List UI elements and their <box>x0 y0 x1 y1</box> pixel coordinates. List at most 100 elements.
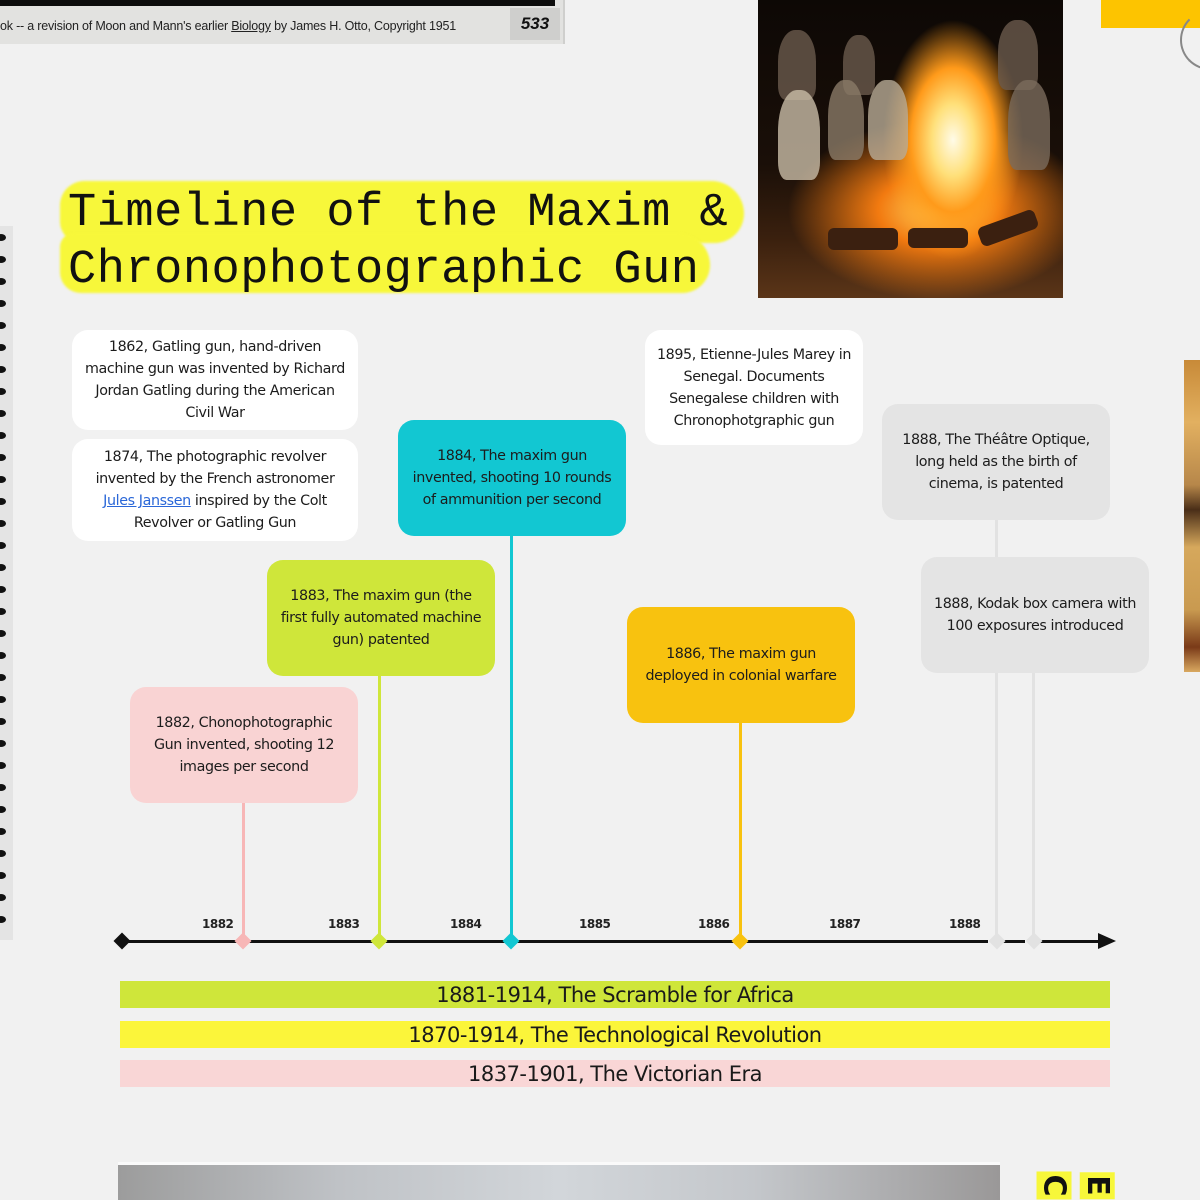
year-label-1884: 1884 <box>450 917 482 931</box>
stem-1884 <box>510 532 513 940</box>
binding-hole <box>0 828 6 835</box>
gray-photo-strip <box>118 1162 1000 1200</box>
binding-hole <box>0 322 6 329</box>
book-caption-title: Biology <box>231 19 271 33</box>
event-card-1884: 1884, The maxim gun invented, shooting 1… <box>398 420 626 536</box>
binding-hole <box>0 432 6 439</box>
binding-hole <box>0 542 6 549</box>
event-card-1862: 1862, Gatling gun, hand-driven machine g… <box>72 330 358 430</box>
event-text: 1882, Chonophotographic Gun invented, sh… <box>153 715 335 775</box>
marker-1888b-diamond-icon <box>1025 932 1043 950</box>
binding-hole <box>0 608 6 615</box>
photo-figure <box>778 30 816 100</box>
title-block: Timeline of the Maxim & Chronophotograph… <box>58 175 748 297</box>
binding-hole <box>0 520 6 527</box>
axis-start-diamond-icon <box>113 932 131 950</box>
stem-1882 <box>242 800 245 940</box>
binding-hole <box>0 872 6 879</box>
photo-log <box>828 228 898 250</box>
marker-1886-diamond-icon <box>731 932 749 950</box>
photo-figure <box>998 20 1038 90</box>
title-line-1: Timeline of the Maxim & <box>68 187 729 240</box>
book-caption-strip: ok -- a revision of Moon and Mann's earl… <box>0 0 565 44</box>
page-title: Timeline of the Maxim & Chronophotograph… <box>68 185 728 299</box>
book-caption-credit: by James H. Otto, Copyright 1951 <box>270 19 456 33</box>
binding-hole <box>0 564 6 571</box>
binding-hole <box>0 300 6 307</box>
binding-hole <box>0 498 6 505</box>
marker-1882-diamond-icon <box>234 932 252 950</box>
binding-hole <box>0 652 6 659</box>
year-label-1883: 1883 <box>328 917 360 931</box>
corner-glyph: E <box>1079 1172 1115 1199</box>
event-text: 1895, Etienne-Jules Marey in Senegal. Do… <box>656 346 852 429</box>
book-caption: ok -- a revision of Moon and Mann's earl… <box>0 19 456 33</box>
event-card-1895: 1895, Etienne-Jules Marey in Senegal. Do… <box>645 330 863 445</box>
axis-arrow-icon <box>1098 933 1116 949</box>
marker-1884-diamond-icon <box>502 932 520 950</box>
title-line-2: Chronophotographic Gun <box>68 244 700 297</box>
binding-hole <box>0 476 6 483</box>
binding-hole <box>0 278 6 285</box>
event-text-part: 1874, The photographic revolver invented… <box>95 449 335 487</box>
photo-figure <box>828 80 864 160</box>
binding-hole <box>0 894 6 901</box>
event-text: 1883, The maxim gun (the first fully aut… <box>280 588 482 648</box>
binding-hole <box>0 388 6 395</box>
book-caption-text: ok -- a revision of Moon and Mann's earl… <box>0 19 232 33</box>
binding-hole <box>0 454 6 461</box>
year-label-1885: 1885 <box>579 917 611 931</box>
event-text: 1888, The Théâtre Optique, long held as … <box>902 432 1090 492</box>
event-text: 1862, Gatling gun, hand-driven machine g… <box>85 339 345 421</box>
photo-log <box>976 208 1040 248</box>
binding-hole <box>0 586 6 593</box>
photo-figure <box>1008 80 1050 170</box>
binding-hole <box>0 916 6 923</box>
event-text: 1886, The maxim gun deployed in colonial… <box>645 646 837 684</box>
event-card-1888-kodak: 1888, Kodak box camera with 100 exposure… <box>921 557 1149 673</box>
binding-hole <box>0 696 6 703</box>
event-card-1874: 1874, The photographic revolver invented… <box>72 439 358 541</box>
binding-hole <box>0 410 6 417</box>
era-technological-revolution: 1870-1914, The Technological Revolution <box>120 1021 1110 1048</box>
binding-hole <box>0 740 6 747</box>
binding-hole <box>0 674 6 681</box>
binding-hole <box>0 762 6 769</box>
book-image-edge <box>0 0 555 6</box>
event-card-1882: 1882, Chonophotographic Gun invented, sh… <box>130 687 358 803</box>
photo-figure <box>868 80 908 160</box>
event-card-1886: 1886, The maxim gun deployed in colonial… <box>627 607 855 723</box>
year-label-1882: 1882 <box>202 917 234 931</box>
binding-hole <box>0 850 6 857</box>
photo-log <box>908 228 968 248</box>
binding-hole <box>0 234 6 241</box>
photo-figure <box>778 90 820 180</box>
title-highlight <box>60 233 710 293</box>
title-highlight <box>60 181 744 243</box>
stem-1888a <box>995 518 998 940</box>
event-card-1883: 1883, The maxim gun (the first fully aut… <box>267 560 495 676</box>
stem-1886 <box>739 720 742 940</box>
binding-hole <box>0 256 6 263</box>
binding-hole <box>0 344 6 351</box>
jules-janssen-link[interactable]: Jules Janssen <box>103 493 191 509</box>
spiral-binding <box>0 226 13 940</box>
era-scramble-for-africa: 1881-1914, The Scramble for Africa <box>120 981 1110 1008</box>
campfire-photo <box>758 0 1063 298</box>
event-text: 1874, The photographic revolver invented… <box>82 446 348 534</box>
year-label-1886: 1886 <box>698 917 730 931</box>
page-number: 533 <box>510 8 560 40</box>
year-label-1887: 1887 <box>829 917 861 931</box>
binding-hole <box>0 784 6 791</box>
event-text-part: inspired by the Colt Revolver or Gatling… <box>133 493 327 531</box>
binding-hole <box>0 366 6 373</box>
year-label-1888: 1888 <box>949 917 981 931</box>
timeline-axis <box>122 940 1100 943</box>
event-text: 1884, The maxim gun invented, shooting 1… <box>412 448 612 508</box>
stem-1883 <box>378 672 381 940</box>
binding-hole <box>0 806 6 813</box>
binding-hole <box>0 718 6 725</box>
event-text: 1888, Kodak box camera with 100 exposure… <box>934 596 1136 634</box>
stem-1888b <box>1032 668 1035 940</box>
